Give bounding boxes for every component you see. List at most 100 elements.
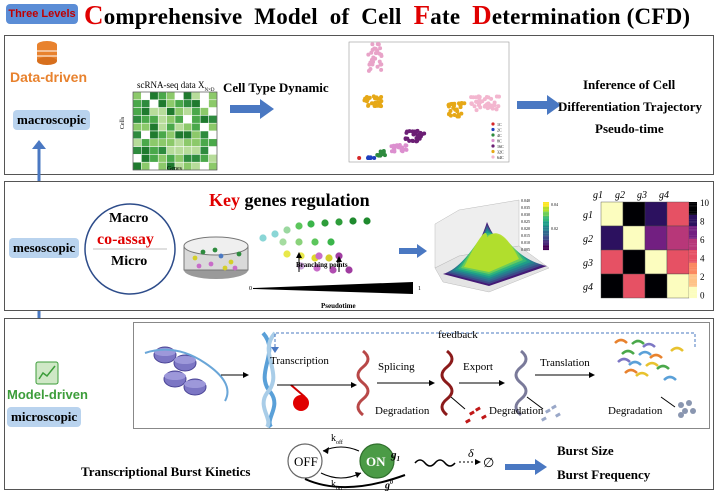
protein-structure — [614, 338, 628, 344]
matrix-cell — [149, 115, 159, 124]
matrix-cell — [183, 138, 193, 147]
matrix-cell — [183, 130, 193, 140]
inference-line-3: Pseudo-time — [595, 121, 664, 136]
key-genes-title: Key genes regulation — [209, 190, 370, 210]
degraded-fragment — [545, 408, 551, 414]
pseudotime-wedge — [253, 282, 413, 294]
cell-point — [484, 94, 489, 99]
transcription-label: Transcription — [270, 355, 329, 367]
cell-point — [366, 68, 371, 73]
degradation-label-protein: Degradation — [608, 405, 663, 417]
matrix-cell — [199, 138, 209, 147]
degradation-label-export: Degradation — [489, 405, 544, 417]
heatmap-colorbar-tick: 2 — [700, 272, 705, 282]
protein-structure — [631, 339, 645, 345]
matrix-cell — [183, 99, 193, 108]
trajectory-point — [325, 254, 333, 262]
legend-label: 2C — [497, 128, 502, 133]
cell-point — [375, 64, 380, 69]
heatmap-cell — [600, 225, 624, 251]
cell-dot — [228, 259, 234, 265]
matrix-cell — [149, 107, 159, 116]
matrix-cell — [208, 138, 218, 147]
colorbar-tick: 0.04 — [551, 202, 558, 207]
matrix-cell — [191, 154, 201, 163]
protein-structure — [642, 342, 656, 348]
legend-marker — [491, 149, 495, 154]
cell-point — [403, 147, 408, 152]
macroscopic-pill: macroscopic — [13, 110, 91, 130]
matrix-cell — [208, 99, 218, 108]
matrix-cell — [199, 154, 209, 163]
colorbar-tick: 0.02 — [551, 226, 558, 231]
cell-point — [472, 104, 477, 109]
trajectory-point — [307, 220, 315, 228]
protein-structure — [670, 346, 684, 352]
matrix-cell — [141, 107, 151, 116]
heatmap-cell — [600, 249, 624, 275]
matrix-cell — [208, 91, 218, 101]
matrix-cell — [199, 146, 209, 155]
trajectory-point — [295, 238, 303, 246]
legend-marker — [491, 155, 495, 159]
heatmap-colorbar-tick: 0 — [700, 291, 705, 301]
database-icon — [37, 41, 57, 65]
page-title: Comprehensive Model of Cell Fate Determi… — [84, 0, 691, 30]
cell-point — [370, 42, 375, 47]
matrix-cell — [183, 115, 193, 124]
heatmap-row-label: g4 — [583, 282, 593, 293]
matrix-cell — [166, 122, 176, 132]
degradation-label-mrna: Degradation — [375, 405, 430, 417]
trajectory-point — [271, 230, 279, 238]
matrix-cell — [157, 154, 167, 163]
cell-dot — [196, 263, 202, 269]
mature-mrna — [440, 349, 454, 417]
matrix-cell — [199, 130, 209, 140]
legend-label: 4C — [497, 133, 502, 138]
surface-tick: 0.010 — [521, 240, 530, 245]
arrow-right-icon — [517, 95, 561, 115]
cell-point — [378, 46, 383, 51]
burst-kinetics-label: Transcriptional Burst Kinetics — [81, 464, 251, 479]
cell-point — [403, 136, 408, 141]
cell-point — [494, 107, 499, 112]
surface-tick: 0.035 — [521, 205, 530, 210]
degraded-fragment — [465, 418, 471, 424]
matrix-cell — [157, 138, 167, 147]
trajectory-point — [329, 266, 337, 274]
degraded-peptide — [678, 402, 684, 408]
trajectory-point — [349, 217, 357, 225]
protein-structure — [621, 349, 635, 355]
surface-tick: 0.020 — [521, 226, 530, 231]
cell-point — [377, 51, 382, 56]
heatmap-colorbar-tick: 4 — [700, 254, 705, 264]
matrix-cell — [191, 122, 201, 132]
matrix-cell — [149, 138, 159, 147]
matrix-cell — [157, 130, 167, 140]
cell-point — [373, 51, 378, 56]
arrow — [660, 396, 676, 408]
matrix-cell — [149, 99, 159, 108]
cell-point — [404, 130, 409, 135]
degraded-fragment — [480, 414, 487, 420]
cell-point — [496, 94, 501, 99]
cell-dot — [212, 247, 218, 253]
cell-dot — [222, 265, 228, 271]
matrix-cell — [132, 122, 142, 132]
trajectory-point — [279, 238, 287, 246]
heatmap-colorbar-tick: 6 — [700, 235, 705, 245]
heatmap-cell — [666, 225, 690, 251]
legend-marker — [491, 133, 495, 137]
matrix-cell — [132, 154, 142, 163]
co-assay-circle — [84, 203, 176, 295]
cell-point — [375, 103, 380, 108]
surface-tick: 0.025 — [521, 219, 530, 224]
matrix-cell — [141, 122, 151, 132]
legend-marker — [491, 144, 495, 148]
cell-point — [485, 106, 490, 111]
protein-structure — [617, 357, 631, 363]
matrix-cell — [174, 115, 184, 124]
cell-point — [407, 129, 412, 134]
cell-point — [371, 101, 376, 106]
heatmap-cell — [666, 201, 690, 227]
